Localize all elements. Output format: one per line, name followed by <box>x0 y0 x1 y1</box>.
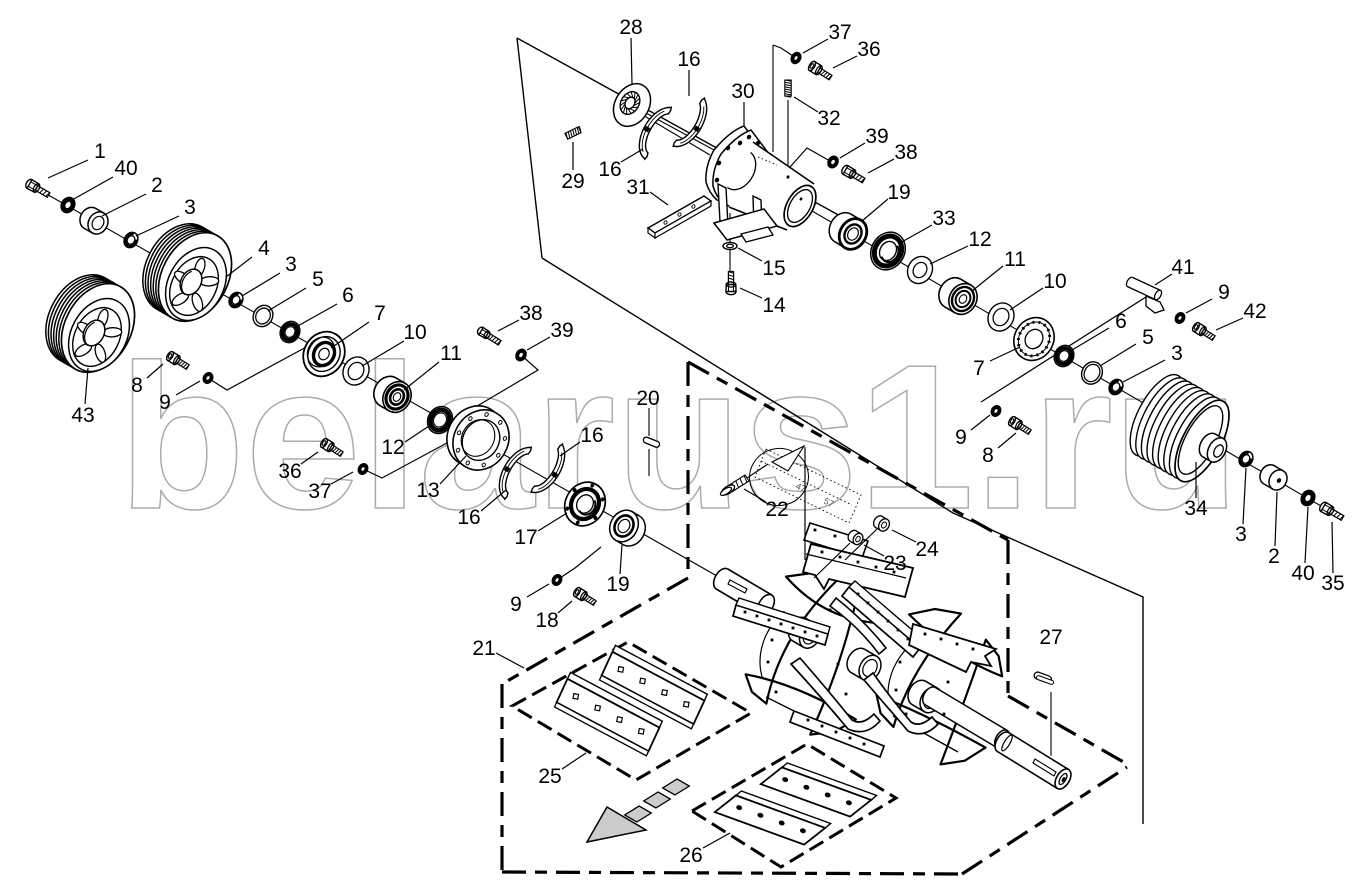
svg-text:17: 17 <box>514 526 537 549</box>
svg-text:12: 12 <box>968 228 991 251</box>
svg-text:42: 42 <box>1243 300 1266 323</box>
svg-text:26: 26 <box>679 844 702 867</box>
svg-text:3: 3 <box>285 253 297 276</box>
svg-text:29: 29 <box>561 170 584 193</box>
svg-text:11: 11 <box>440 342 462 365</box>
svg-text:36: 36 <box>278 460 301 483</box>
svg-text:33: 33 <box>932 207 955 230</box>
svg-text:21: 21 <box>472 637 495 660</box>
svg-text:19: 19 <box>887 181 910 204</box>
svg-text:3: 3 <box>184 196 196 219</box>
svg-text:12: 12 <box>381 436 404 459</box>
svg-text:9: 9 <box>159 391 171 414</box>
svg-text:37: 37 <box>828 21 851 44</box>
svg-text:16: 16 <box>580 424 603 447</box>
svg-text:36: 36 <box>857 38 880 61</box>
svg-text:20: 20 <box>636 387 659 410</box>
svg-text:9: 9 <box>510 593 522 616</box>
svg-text:43: 43 <box>71 404 94 427</box>
svg-text:32: 32 <box>817 107 840 130</box>
svg-text:9: 9 <box>955 426 967 449</box>
svg-text:16: 16 <box>677 48 700 71</box>
svg-text:8: 8 <box>131 374 143 397</box>
svg-text:34: 34 <box>1184 497 1208 520</box>
svg-text:25: 25 <box>538 765 561 788</box>
svg-text:30: 30 <box>731 80 754 103</box>
svg-text:40: 40 <box>114 157 137 180</box>
svg-text:39: 39 <box>865 125 888 148</box>
svg-text:15: 15 <box>762 257 785 280</box>
svg-text:7: 7 <box>973 357 985 380</box>
svg-text:35: 35 <box>1321 572 1344 595</box>
svg-text:6: 6 <box>342 284 354 307</box>
svg-text:5: 5 <box>312 268 324 291</box>
svg-text:2: 2 <box>1268 545 1280 568</box>
svg-text:31: 31 <box>626 176 649 199</box>
svg-text:28: 28 <box>619 16 642 39</box>
svg-text:14: 14 <box>762 294 786 317</box>
svg-text:10: 10 <box>403 321 426 344</box>
svg-text:41: 41 <box>1171 256 1194 279</box>
svg-text:23: 23 <box>883 552 906 575</box>
svg-text:8: 8 <box>982 444 994 467</box>
svg-text:39: 39 <box>550 319 573 342</box>
svg-text:37: 37 <box>308 480 331 503</box>
svg-text:24: 24 <box>915 538 939 561</box>
svg-text:2: 2 <box>151 174 163 197</box>
svg-text:38: 38 <box>894 141 917 164</box>
svg-text:4: 4 <box>258 237 270 260</box>
svg-text:22: 22 <box>765 498 788 521</box>
svg-text:10: 10 <box>1043 270 1066 293</box>
svg-text:7: 7 <box>374 302 386 325</box>
svg-text:18: 18 <box>535 609 558 632</box>
svg-text:9: 9 <box>1218 281 1230 304</box>
svg-text:3: 3 <box>1235 523 1247 546</box>
svg-text:27: 27 <box>1039 626 1062 649</box>
svg-text:19: 19 <box>606 573 629 596</box>
svg-text:3: 3 <box>1171 342 1183 365</box>
svg-text:13: 13 <box>416 479 439 502</box>
svg-text:38: 38 <box>519 302 542 325</box>
svg-text:1: 1 <box>94 140 106 163</box>
svg-text:5: 5 <box>1142 326 1154 349</box>
svg-text:11: 11 <box>1004 248 1026 271</box>
svg-text:6: 6 <box>1115 310 1127 333</box>
svg-text:16: 16 <box>598 158 621 181</box>
svg-text:16: 16 <box>457 506 480 529</box>
svg-text:40: 40 <box>1291 562 1314 585</box>
